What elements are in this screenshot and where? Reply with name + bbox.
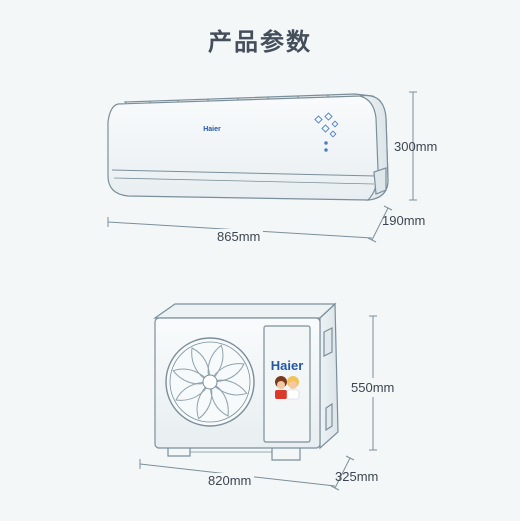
- outdoor-depth-label: 325mm: [335, 469, 379, 484]
- outdoor-unit: [153, 302, 339, 461]
- outdoor-service-panel: [263, 325, 311, 443]
- indoor-depth-label: 190mm: [382, 213, 426, 228]
- indoor-height-label: 300mm: [394, 139, 438, 154]
- page-title: 产品参数: [208, 28, 312, 56]
- indoor-display-icon: [314, 112, 339, 152]
- outdoor-height-label: 550mm: [351, 378, 395, 397]
- indoor-body: [107, 94, 389, 201]
- outdoor-top: [153, 303, 337, 319]
- mascot-icon: [275, 376, 300, 400]
- indoor-width-label: 865mm: [214, 229, 264, 244]
- fan-icon: [172, 344, 248, 420]
- outdoor-brand-logo: Haier: [271, 358, 304, 373]
- indoor-unit: [107, 93, 389, 201]
- outdoor-width-label: 820mm: [205, 473, 255, 488]
- indoor-brand-logo: Haier: [203, 126, 221, 133]
